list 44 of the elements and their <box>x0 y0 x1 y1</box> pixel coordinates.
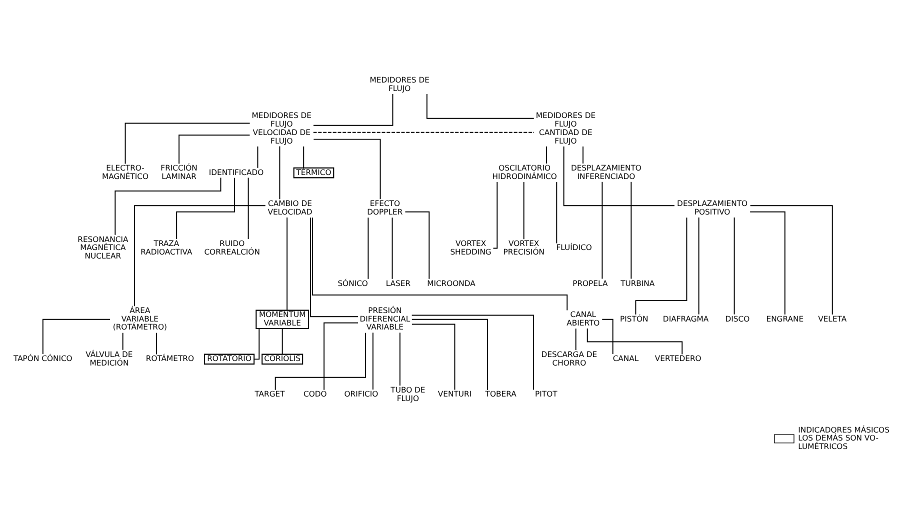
connector <box>523 181 524 240</box>
connector <box>750 210 786 314</box>
connector <box>635 216 688 314</box>
connector <box>556 181 558 244</box>
connector <box>411 323 456 390</box>
connector <box>42 318 111 354</box>
connector <box>411 314 534 390</box>
connector <box>750 204 833 314</box>
connector <box>372 332 374 390</box>
connector <box>312 93 394 126</box>
connector <box>582 145 584 164</box>
connector <box>286 216 288 310</box>
connector <box>546 145 548 164</box>
connector <box>324 322 359 390</box>
connector <box>368 216 369 279</box>
connector <box>734 216 735 314</box>
connector <box>303 145 304 168</box>
connector <box>156 332 157 354</box>
connector <box>310 216 359 317</box>
connector <box>698 216 700 314</box>
connector <box>404 210 430 279</box>
connector <box>178 134 250 164</box>
connector <box>630 180 632 279</box>
connector <box>122 332 124 350</box>
connector <box>254 328 260 360</box>
connector <box>176 176 236 240</box>
connector <box>134 204 266 306</box>
connector <box>124 122 250 164</box>
connector <box>257 145 258 168</box>
connector <box>312 216 568 310</box>
connector <box>399 332 400 386</box>
connector <box>602 318 614 354</box>
connector <box>248 176 249 240</box>
connector <box>313 138 381 200</box>
connector <box>114 176 222 235</box>
connector <box>426 93 534 118</box>
connector <box>575 328 576 350</box>
connector <box>563 145 675 206</box>
connector <box>279 145 280 200</box>
connector <box>602 180 603 279</box>
connector <box>392 216 393 279</box>
connector <box>411 318 488 390</box>
connector <box>282 328 283 354</box>
connector <box>312 131 534 132</box>
